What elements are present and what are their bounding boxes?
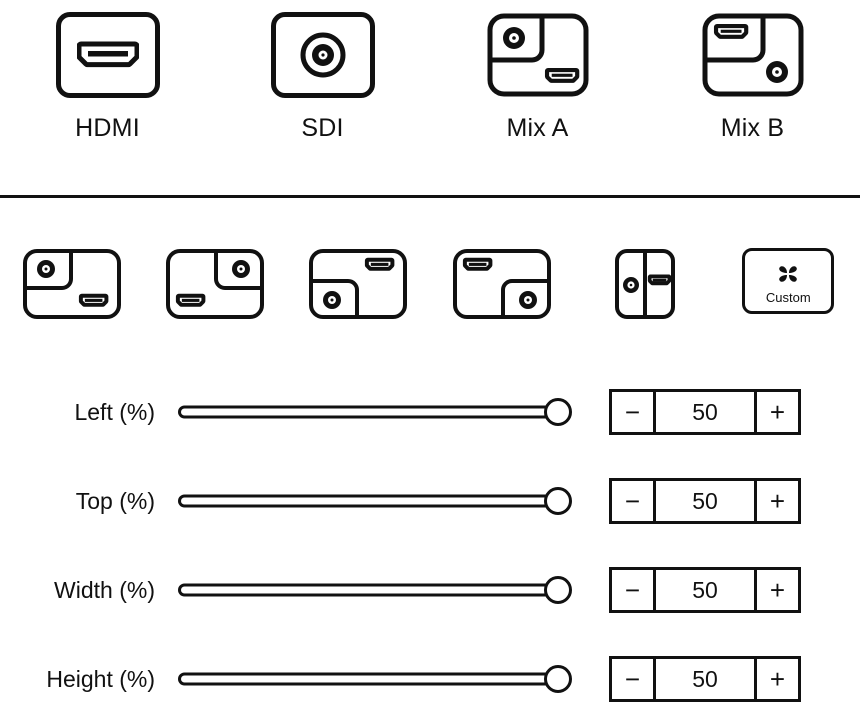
control-label: Top (%) — [75, 487, 155, 514]
layout-split-vertical-icon[interactable] — [594, 248, 695, 320]
decrement-button[interactable]: − — [612, 570, 656, 610]
custom-preset-tile[interactable]: Custom — [742, 248, 835, 314]
section-divider — [0, 195, 860, 198]
slider-thumb[interactable] — [544, 665, 572, 693]
value-display[interactable]: 50 — [692, 398, 718, 425]
top-stepper[interactable]: − 50 + — [609, 478, 801, 524]
slider-thumb[interactable] — [544, 398, 572, 426]
layout-pip-top-left-sdi-icon[interactable] — [21, 248, 122, 320]
decrement-button[interactable]: − — [612, 392, 656, 432]
left-slider[interactable] — [178, 397, 573, 427]
sdi-bnc-icon — [298, 30, 348, 80]
source-item-sdi[interactable]: SDI — [215, 0, 430, 180]
layout-pip-top-right-sdi-icon[interactable] — [164, 248, 265, 320]
source-selector-row: HDMI SDI — [0, 0, 860, 180]
mix-b-tile[interactable] — [700, 12, 805, 98]
layout-pip-bottom-right-sdi-icon[interactable] — [451, 248, 552, 320]
preset-item-pip-top-right[interactable] — [143, 248, 286, 332]
control-row-width: Width (%) − 50 + — [0, 560, 860, 620]
control-row-left: Left (%) − 50 + — [0, 382, 860, 442]
slider-thumb[interactable] — [544, 487, 572, 515]
width-slider[interactable] — [178, 575, 573, 605]
source-label: HDMI — [75, 114, 140, 142]
preset-item-pip-top-left[interactable] — [0, 248, 143, 332]
source-label: Mix B — [720, 114, 785, 142]
slider-track[interactable] — [178, 672, 554, 686]
decrement-button[interactable]: − — [612, 659, 656, 699]
source-label: SDI — [301, 114, 344, 142]
source-item-hdmi[interactable]: HDMI — [0, 0, 215, 180]
value-display[interactable]: 50 — [692, 576, 718, 603]
increment-button[interactable]: + — [754, 392, 798, 432]
increment-button[interactable]: + — [754, 481, 798, 521]
source-item-mix-b[interactable]: Mix B — [645, 0, 860, 180]
mix-a-tile[interactable] — [485, 12, 590, 98]
width-stepper[interactable]: − 50 + — [609, 567, 801, 613]
source-item-mix-a[interactable]: Mix A — [430, 0, 645, 180]
source-label: Mix A — [506, 114, 569, 142]
control-label: Left (%) — [74, 398, 155, 425]
custom-preset-label: Custom — [765, 289, 811, 305]
height-stepper[interactable]: − 50 + — [609, 656, 801, 702]
clover-quad-icon — [773, 259, 803, 289]
preset-item-custom[interactable]: Custom — [717, 248, 860, 332]
increment-button[interactable]: + — [754, 570, 798, 610]
slider-thumb[interactable] — [544, 576, 572, 604]
control-label: Height (%) — [46, 665, 155, 692]
mix-a-layout-icon — [486, 12, 590, 98]
layout-preset-row: Custom — [0, 248, 860, 332]
slider-track[interactable] — [178, 583, 554, 597]
sdi-tile[interactable] — [270, 12, 375, 98]
hdmi-tile[interactable] — [55, 12, 160, 98]
control-row-height: Height (%) − 50 + — [0, 649, 860, 709]
slider-track[interactable] — [178, 405, 554, 419]
hdmi-port-icon — [76, 38, 139, 72]
increment-button[interactable]: + — [754, 659, 798, 699]
value-display[interactable]: 50 — [692, 487, 718, 514]
top-slider[interactable] — [178, 486, 573, 516]
layout-pip-bottom-left-sdi-icon[interactable] — [308, 248, 409, 320]
preset-item-pip-bottom-right[interactable] — [430, 248, 573, 332]
control-row-top: Top (%) − 50 + — [0, 471, 860, 531]
value-display[interactable]: 50 — [692, 665, 718, 692]
preset-item-split[interactable] — [573, 248, 716, 332]
mix-b-layout-icon — [701, 12, 805, 98]
slider-track[interactable] — [178, 494, 554, 508]
decrement-button[interactable]: − — [612, 481, 656, 521]
left-stepper[interactable]: − 50 + — [609, 389, 801, 435]
height-slider[interactable] — [178, 664, 573, 694]
preset-item-pip-bottom-left[interactable] — [287, 248, 430, 332]
control-label: Width (%) — [54, 576, 155, 603]
